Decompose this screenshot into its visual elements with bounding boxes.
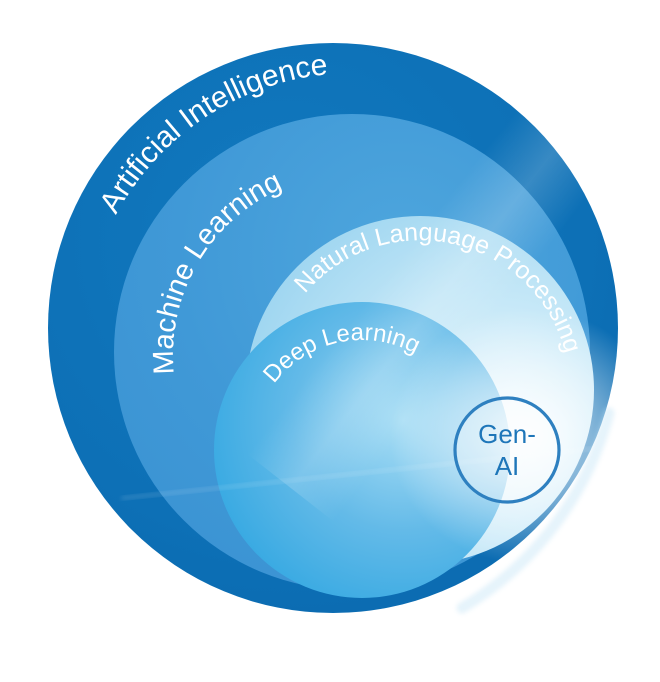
flare-line [121, 440, 659, 500]
genai-label-line2: AI [495, 451, 520, 481]
flare-streak [247, 0, 660, 522]
glow-highlight [390, 308, 660, 564]
genai-label-line1: Gen- [478, 419, 536, 449]
outer-swoosh-flare [456, 407, 615, 614]
genai-circle [453, 396, 561, 504]
